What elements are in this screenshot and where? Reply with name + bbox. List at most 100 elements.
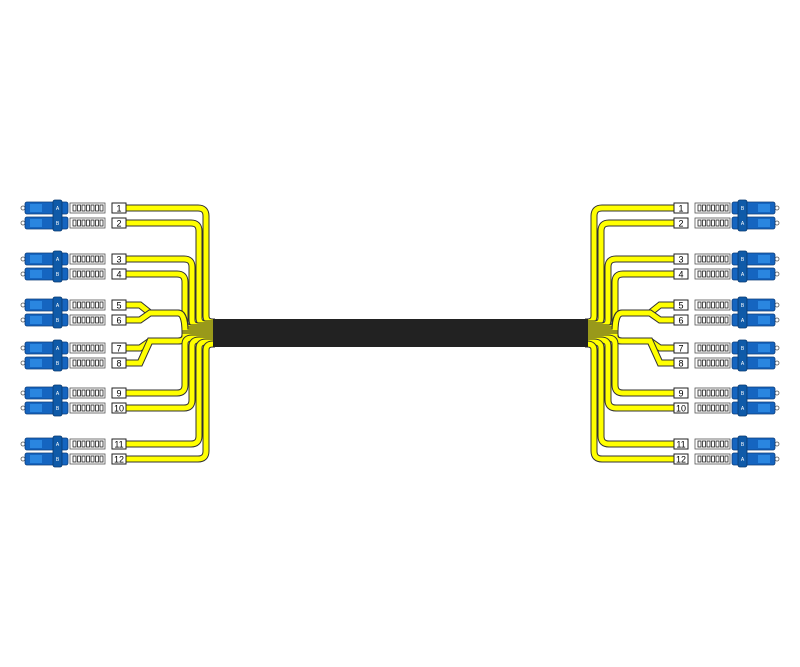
- connector-latch: [758, 270, 770, 278]
- connector-latch: [758, 219, 770, 227]
- boot-rib: [86, 440, 90, 448]
- duplex-clip: AB: [52, 339, 63, 372]
- clip-label: A: [741, 406, 745, 412]
- lc-connector-8: 8: [673, 356, 780, 370]
- fiber-10: [126, 336, 215, 412]
- clip-label: B: [741, 206, 745, 212]
- boot-rib: [702, 316, 706, 324]
- ferrule-tip: [774, 256, 780, 262]
- connector-latch: [30, 389, 42, 397]
- ferrule-tip: [20, 220, 26, 226]
- connector-boot: [694, 438, 731, 450]
- ferrule-tip: [20, 256, 26, 262]
- port-number: 3: [678, 255, 683, 265]
- boot-rib: [81, 359, 86, 367]
- boot-rib: [72, 301, 77, 309]
- fiber-6: [126, 309, 215, 336]
- boot-rib: [77, 344, 81, 352]
- boot-rib: [81, 301, 86, 309]
- lc-connector-9: 9: [673, 386, 780, 400]
- clip-label: B: [56, 221, 60, 227]
- fiber-11: [126, 338, 215, 448]
- port-label-box: [673, 314, 689, 326]
- boot-rib: [90, 301, 95, 309]
- lc-connector-5: 5: [673, 298, 780, 312]
- boot-rib: [697, 344, 702, 352]
- lc-connector-9: 9: [20, 386, 127, 400]
- boot-rib: [95, 359, 99, 367]
- clip-label: A: [56, 206, 60, 212]
- boot-rib: [720, 404, 724, 412]
- port-label-box: [673, 438, 689, 450]
- boot-rib: [711, 204, 715, 212]
- port-number: 11: [114, 440, 123, 450]
- lc-connector-4: 4: [20, 267, 127, 281]
- boot-rib: [720, 359, 724, 367]
- boot-rib: [95, 255, 99, 263]
- boot-rib: [711, 255, 715, 263]
- clip-label: A: [741, 272, 745, 278]
- duplex-clip: BA: [737, 435, 748, 468]
- boot-rib: [711, 440, 715, 448]
- boot-rib: [702, 389, 706, 397]
- connector-boot: [694, 268, 731, 280]
- connector-latch: [758, 255, 770, 263]
- connector-latch: [758, 316, 770, 324]
- lc-connector-4: 4: [673, 267, 780, 281]
- boot-rib: [702, 204, 706, 212]
- lc-connector-11: 11: [673, 437, 780, 451]
- lc-connector-12: 12: [673, 452, 780, 466]
- boot-rib: [99, 440, 104, 448]
- boot-rib: [715, 255, 720, 263]
- boot-rib: [95, 389, 99, 397]
- clip-label: A: [741, 361, 745, 367]
- connector-boot: [69, 202, 106, 214]
- port-label-box: [111, 402, 127, 414]
- boot-rib: [77, 404, 81, 412]
- ferrule-tip: [20, 271, 26, 277]
- port-label-box: [111, 217, 127, 229]
- ferrule-tip: [774, 456, 780, 462]
- boot-rib: [81, 316, 86, 324]
- boot-rib: [81, 255, 86, 263]
- boot-rib: [81, 440, 86, 448]
- port-label-box: [673, 253, 689, 265]
- port-number: 9: [116, 389, 121, 399]
- ferrule-tip: [20, 345, 26, 351]
- boot-rib: [720, 316, 724, 324]
- port-label-box: [673, 402, 689, 414]
- boot-rib: [697, 359, 702, 367]
- connector-latch: [758, 440, 770, 448]
- boot-rib: [90, 270, 95, 278]
- lc-connector-11: 11: [20, 437, 127, 451]
- boot-rib: [77, 255, 81, 263]
- boot-rib: [86, 344, 90, 352]
- boot-rib: [711, 389, 715, 397]
- port-label-box: [111, 268, 127, 280]
- lc-connector-12: 12: [20, 452, 127, 466]
- port-label-box: [673, 453, 689, 465]
- connector-latch: [758, 359, 770, 367]
- connector-latch: [30, 440, 42, 448]
- clip-label: A: [56, 346, 60, 352]
- ferrule-tip: [20, 360, 26, 366]
- boot-rib: [86, 219, 90, 227]
- boot-rib: [86, 255, 90, 263]
- boot-rib: [711, 316, 715, 324]
- boot-rib: [99, 359, 104, 367]
- ferrule-tip: [20, 390, 26, 396]
- connector-latch: [30, 404, 42, 412]
- boot-rib: [697, 389, 702, 397]
- fiber-9: [585, 334, 674, 397]
- lc-connector-2: 2: [20, 216, 127, 230]
- boot-rib: [77, 440, 81, 448]
- lc-connector-3: 3: [20, 252, 127, 266]
- connector-boot: [694, 202, 731, 214]
- connector-latch: [758, 455, 770, 463]
- boot-rib: [697, 219, 702, 227]
- connector-boot: [694, 342, 731, 354]
- boot-rib: [77, 301, 81, 309]
- clip-label: B: [741, 257, 745, 263]
- boot-rib: [706, 389, 711, 397]
